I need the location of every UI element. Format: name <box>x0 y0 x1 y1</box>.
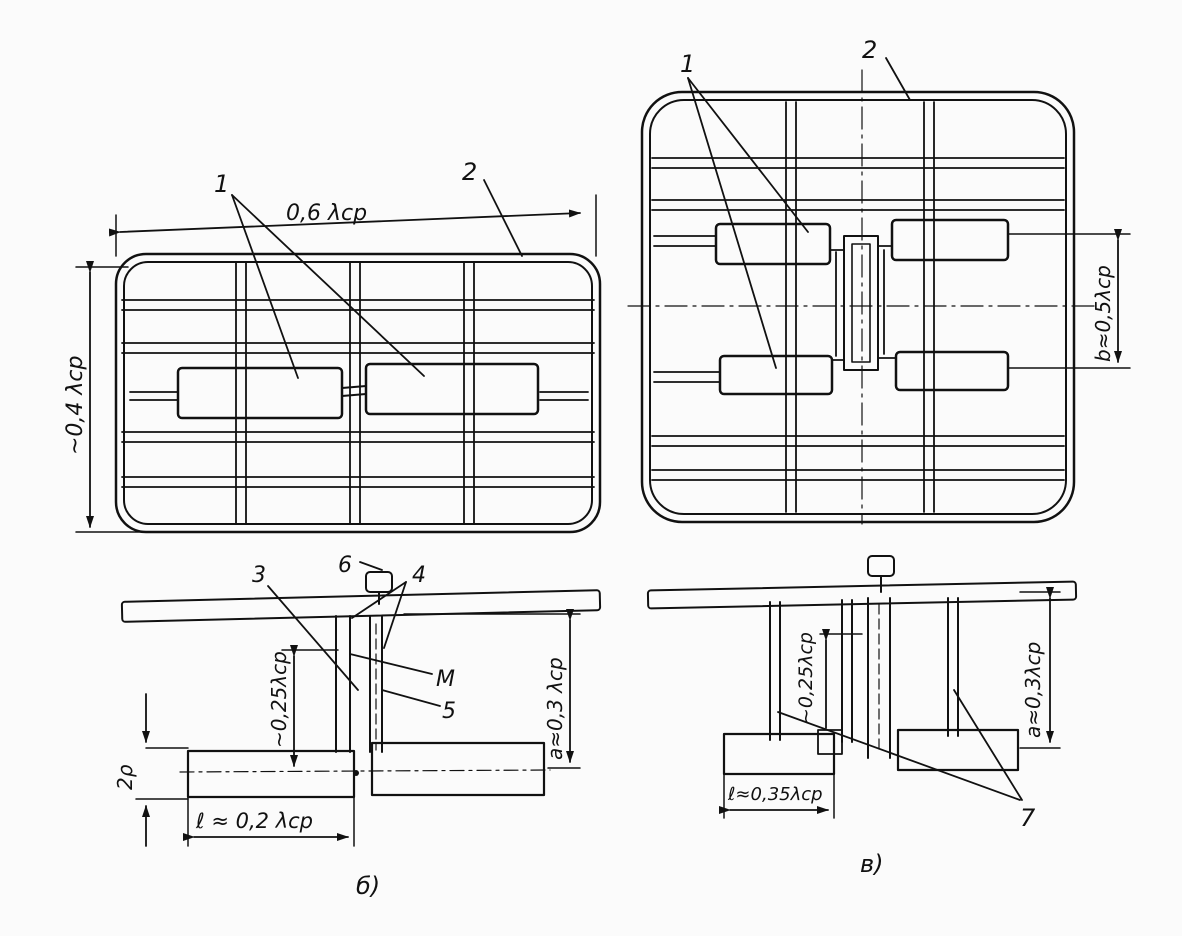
callout-4: 4 <box>412 563 426 588</box>
callout-6: 6 <box>338 553 352 578</box>
callout-3: 3 <box>252 563 266 588</box>
label-a-v: a≈0,3λср <box>1021 642 1045 738</box>
label-a-b: a≈0,3 λср <box>543 657 567 760</box>
reflector-grid-v <box>651 101 1065 513</box>
label-l-b: ℓ ≈ 0,2 λср <box>195 809 313 833</box>
dimension-width <box>108 209 581 237</box>
dipole-arm-right <box>364 362 540 416</box>
dipole-upper-left <box>714 222 832 266</box>
label-l-v: ℓ≈0,35λср <box>727 784 823 805</box>
label-height: ~0,4 λср <box>63 356 88 456</box>
caption-b: б) <box>356 872 380 900</box>
dipole-side-right <box>370 741 546 797</box>
panel-v-reflector-top-view <box>627 57 1131 525</box>
panel-b-side-view <box>120 561 602 847</box>
callout-2-b: 2 <box>462 158 477 186</box>
label-rho: 2ρ <box>113 764 137 790</box>
dipole-lower-right <box>894 350 1010 392</box>
callout-2-v: 2 <box>862 36 877 64</box>
labels: 0,6 λср ~0,4 λср 1 2 3 4 5 6 M ~0,25λср … <box>63 36 1115 900</box>
panel-v-side-view <box>646 555 1078 819</box>
reflector-frame-inner <box>123 261 593 525</box>
dipole-upper-right <box>890 218 1010 262</box>
reflector-frame-inner-v <box>649 99 1067 515</box>
callout-5: 5 <box>442 699 456 724</box>
reflector-frame-outer <box>114 252 602 534</box>
callout-M: M <box>436 667 455 692</box>
reflector-frame-outer-v <box>640 90 1076 524</box>
dipole-side-left <box>186 749 356 799</box>
callout-1-v: 1 <box>680 50 695 78</box>
reflector-side-v <box>646 580 1078 610</box>
callout-1-b: 1 <box>214 170 229 198</box>
panel-b-reflector-top-view <box>75 179 602 534</box>
callout-7: 7 <box>1020 804 1036 832</box>
dipole-lower-left <box>718 354 834 396</box>
reflector-grid <box>121 261 595 525</box>
dipole-arm-left <box>176 366 344 420</box>
caption-v: в) <box>860 850 884 878</box>
reflector-side <box>120 589 602 623</box>
label-b-v: b≈0,5λср <box>1091 265 1115 362</box>
label-depth-v: ~0,25λср <box>795 632 817 724</box>
label-width: 0,6 λср <box>286 201 367 226</box>
feed-connector-6 <box>365 571 393 593</box>
feed-line-box <box>843 235 879 371</box>
label-depth-b: ~0,25λср <box>267 651 291 748</box>
